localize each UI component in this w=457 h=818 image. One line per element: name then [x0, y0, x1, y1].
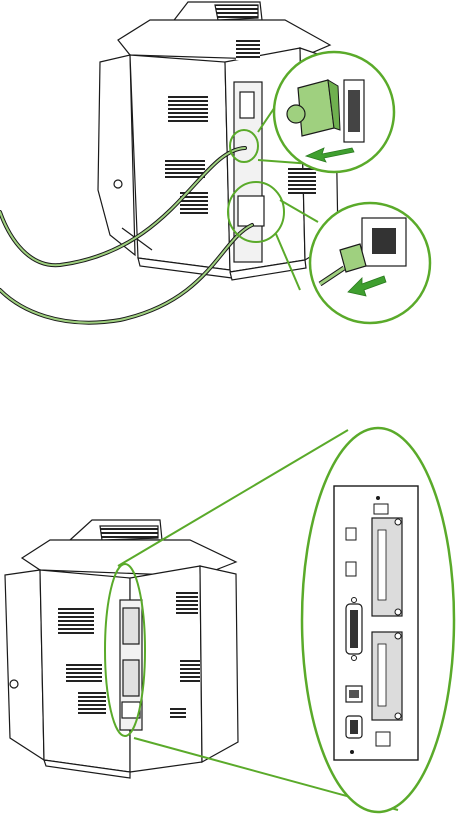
network-port-icon: [346, 686, 362, 702]
expansion-slot-upper: [372, 518, 402, 616]
power-socket-icon: [372, 228, 396, 254]
top-panel: [0, 2, 430, 323]
parallel-cable-callout: [274, 52, 394, 172]
usb-port-icon: [346, 528, 356, 540]
power-cord-callout: [310, 203, 430, 323]
expansion-slot-lower: [372, 632, 402, 720]
serial-port-icon: [346, 716, 362, 738]
parallel-port-icon: [346, 598, 362, 661]
bottom-panel: [5, 428, 454, 812]
parallel-port-icon: [348, 90, 360, 132]
formatter-board-callout: [302, 428, 454, 812]
printer-rear-bottom: [5, 520, 238, 778]
